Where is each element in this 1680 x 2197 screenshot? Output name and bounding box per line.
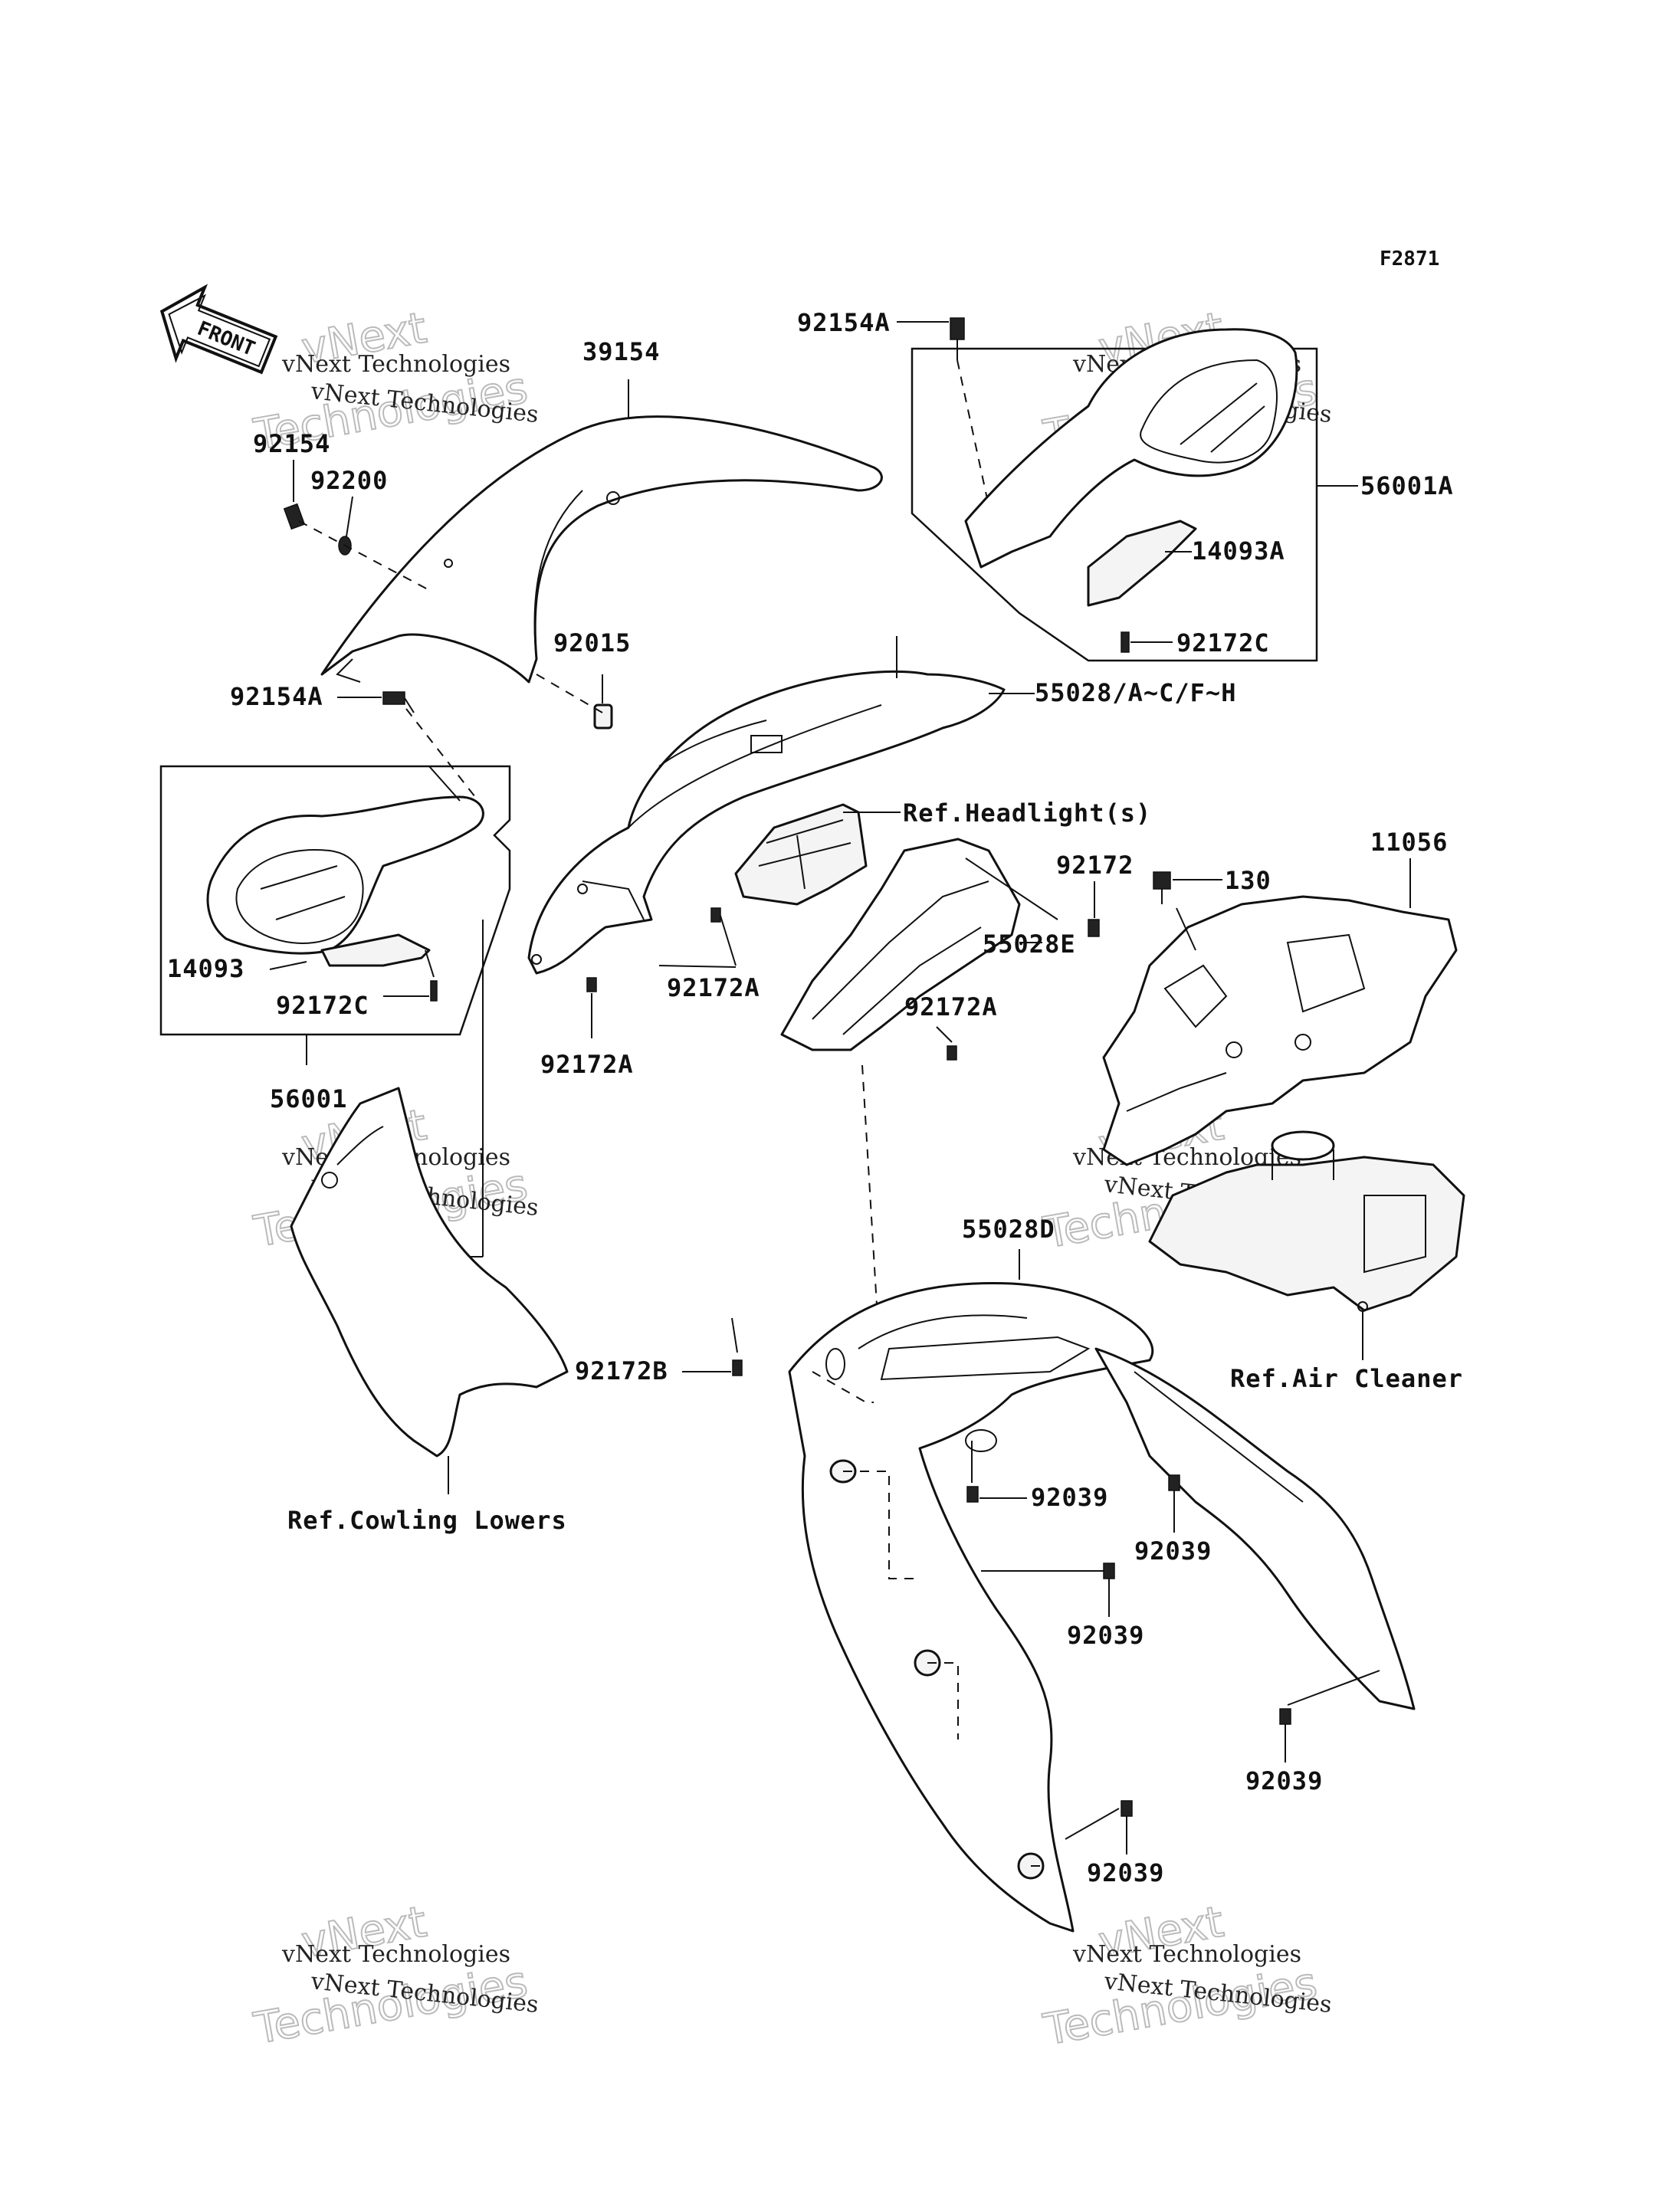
label-92172C-top: 92172C	[1176, 628, 1270, 657]
label-92172A-3: 92172A	[904, 992, 998, 1021]
label-92154A-top: 92154A	[797, 308, 891, 337]
label-ref-headlight: Ref.Headlight(s)	[903, 798, 1151, 828]
stay-bracket-11056	[1102, 895, 1458, 1166]
watermark-bottom-right: Technologies vNext	[1039, 1897, 1322, 2057]
clip-92039-3	[1103, 1562, 1115, 1579]
label-92200: 92200	[310, 466, 388, 495]
screw-92154A-top	[950, 317, 965, 360]
label-ref-cowling-lowers: Ref.Cowling Lowers	[287, 1506, 567, 1535]
label-130: 130	[1225, 866, 1271, 895]
label-92154A-left: 92154A	[230, 682, 323, 711]
label-92039-3: 92039	[1067, 1621, 1144, 1650]
inner-cowl-55028D-part	[788, 1282, 1416, 1933]
label-92172C-left: 92172C	[276, 991, 369, 1020]
grommet-92015	[593, 703, 613, 730]
screw-92154A-left	[382, 691, 415, 713]
bolt-130	[1153, 871, 1171, 904]
watermark-text-1: vNext Technologies	[281, 351, 510, 378]
mirror-left-part	[206, 795, 484, 967]
label-55028E: 55028E	[983, 930, 1076, 959]
clip-92039-1	[966, 1486, 979, 1503]
label-92172: 92172	[1056, 851, 1134, 880]
label-92172A-1: 92172A	[667, 973, 760, 1002]
windshield-part	[320, 415, 883, 684]
label-56001A: 56001A	[1360, 471, 1454, 500]
group-box-56001A	[911, 347, 1318, 662]
label-92039-5: 92039	[1087, 1858, 1164, 1887]
figure-code: F2871	[1380, 248, 1439, 271]
label-14093: 14093	[167, 954, 244, 983]
inner-cowl-55028E-part	[780, 838, 1021, 1051]
label-92039-2: 92039	[1134, 1536, 1212, 1566]
label-55028D: 55028D	[962, 1215, 1055, 1244]
watermark-text-5: vNext Technologies	[281, 1941, 510, 1968]
screw-92172B	[732, 1359, 743, 1376]
label-ref-air-cleaner: Ref.Air Cleaner	[1230, 1364, 1463, 1393]
screw-92172A-2	[586, 977, 597, 992]
label-92172A-2: 92172A	[540, 1050, 634, 1079]
label-56001: 56001	[270, 1084, 347, 1113]
screw-92172A-1	[710, 907, 721, 923]
clip-92039-4	[1279, 1708, 1291, 1725]
bolt-92172	[1088, 919, 1100, 937]
label-55028-group: 55028/A~C/F~H	[1035, 678, 1236, 707]
label-92172B: 92172B	[575, 1356, 668, 1385]
mirror-right-part	[964, 328, 1298, 607]
screw-92154	[283, 503, 306, 530]
label-92154: 92154	[253, 429, 330, 458]
label-92039-1: 92039	[1031, 1483, 1108, 1512]
headlight-bracket-ref	[734, 803, 868, 906]
cowling-lower-ref	[290, 1087, 569, 1458]
screw-92172C-left	[430, 980, 438, 1002]
screw-92172C-top	[1121, 631, 1130, 653]
label-11056: 11056	[1370, 828, 1448, 857]
label-92015: 92015	[553, 628, 631, 657]
inner-cowl-upper-part	[527, 670, 1006, 975]
label-14093A: 14093A	[1192, 536, 1285, 566]
clip-92039-2	[1168, 1474, 1180, 1491]
label-92039-4: 92039	[1245, 1766, 1323, 1795]
front-arrow-icon: FRONT	[159, 284, 278, 375]
clip-92039-5	[1121, 1800, 1133, 1817]
group-box-56001	[159, 765, 511, 1036]
screw-92172A-3	[947, 1045, 957, 1061]
label-39154: 39154	[582, 337, 660, 366]
watermark-text-6: vNext Technologies	[1072, 1941, 1301, 1968]
air-cleaner-ref	[1148, 1130, 1465, 1312]
